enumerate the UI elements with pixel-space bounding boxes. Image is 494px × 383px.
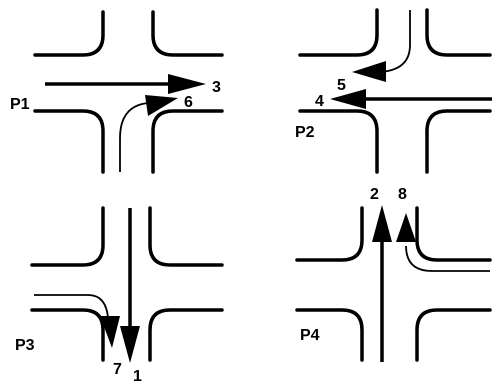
intersection-curbs — [33, 10, 224, 174]
intersection-curbs — [30, 206, 224, 362]
movement-arrow-7 — [34, 294, 120, 348]
movement-arrow-4 — [330, 89, 492, 109]
panel-label-p2: P2 — [295, 124, 315, 141]
movement-label-3: 3 — [212, 79, 221, 96]
intersection-curbs — [295, 206, 492, 362]
movement-arrow-2 — [372, 205, 392, 362]
movement-label-7: 7 — [113, 361, 122, 378]
panel-p2: 5 4 P2 — [295, 8, 492, 174]
movement-label-6: 6 — [184, 94, 193, 111]
movement-label-2: 2 — [370, 186, 379, 203]
intersection-curbs — [298, 8, 492, 174]
movement-arrow-1 — [120, 208, 140, 363]
panel-label-p3: P3 — [15, 337, 35, 354]
movement-arrow-6 — [119, 95, 178, 172]
movement-label-1: 1 — [133, 368, 142, 383]
movement-label-4: 4 — [315, 93, 324, 110]
panel-p1: 3 6 P1 — [10, 10, 224, 174]
panel-p3: 7 1 P3 — [15, 206, 224, 383]
movement-label-8: 8 — [398, 186, 407, 203]
movement-arrow-3 — [45, 74, 206, 94]
movement-arrow-5 — [352, 10, 411, 82]
panel-p4: 2 8 P4 — [295, 186, 492, 362]
movement-label-5: 5 — [337, 77, 346, 94]
panel-label-p1: P1 — [10, 96, 30, 113]
panel-label-p4: P4 — [300, 327, 320, 344]
movement-arrow-8 — [396, 213, 490, 272]
